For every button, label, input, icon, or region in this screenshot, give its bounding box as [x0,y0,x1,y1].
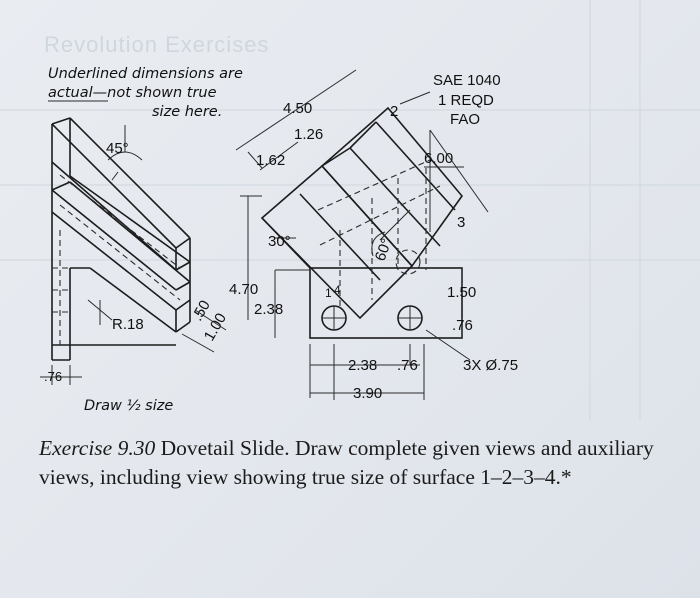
dim-390: 3.90 [353,385,382,402]
dimension-lines [235,69,489,400]
label-4: 4 [334,283,341,297]
dim-3: 3 [457,214,465,231]
scale-note: Draw ½ size [84,398,173,414]
exercise-label: Exercise 9.30 [39,436,156,460]
dim-126: 1.26 [294,126,323,143]
label-1: 1 [325,286,332,300]
note-line-2: actual—not shown true [48,85,217,101]
note-line-1: Underlined dimensions are [48,66,243,82]
dim-76-middle: .76 [397,357,418,374]
exercise-text: Dovetail Slide. Draw complete given view… [39,436,654,489]
background-grid [0,0,700,420]
dim-76-vertical: .76 [452,317,473,334]
material-line-3: FAO [450,111,480,128]
dim-470: 4.70 [229,281,258,298]
dim-100-leader [194,309,227,331]
dim-50-leader [181,333,215,353]
dim-238-vertical: 2.38 [254,301,283,318]
material-line-1: SAE 1040 [433,72,501,89]
material-line-2: 1 REQD [438,92,494,109]
dim-2: 2 [390,103,398,120]
dim-150: 1.50 [447,284,476,301]
note-line-3: size here. [152,104,222,120]
dim-238-horizontal: 2.38 [348,357,377,374]
dim-angle-30: 30° [268,233,291,250]
dim-450: 4.50 [283,100,312,117]
exercise-caption: Exercise 9.30 Dovetail Slide. Draw compl… [39,434,679,492]
dim-r18: R.18 [112,316,144,333]
dim-angle-60: 60° [372,236,396,263]
front-view [260,106,464,339]
dim-76-left: .76 [44,369,62,384]
ghost-heading: Revolution Exercises [44,32,270,57]
dim-600: 6.00 [424,150,453,167]
dim-angle-45: 45° [106,140,129,157]
dim-162: 1.62 [256,152,285,169]
side-view [40,117,191,385]
dim-holes: 3X Ø.75 [463,357,518,374]
